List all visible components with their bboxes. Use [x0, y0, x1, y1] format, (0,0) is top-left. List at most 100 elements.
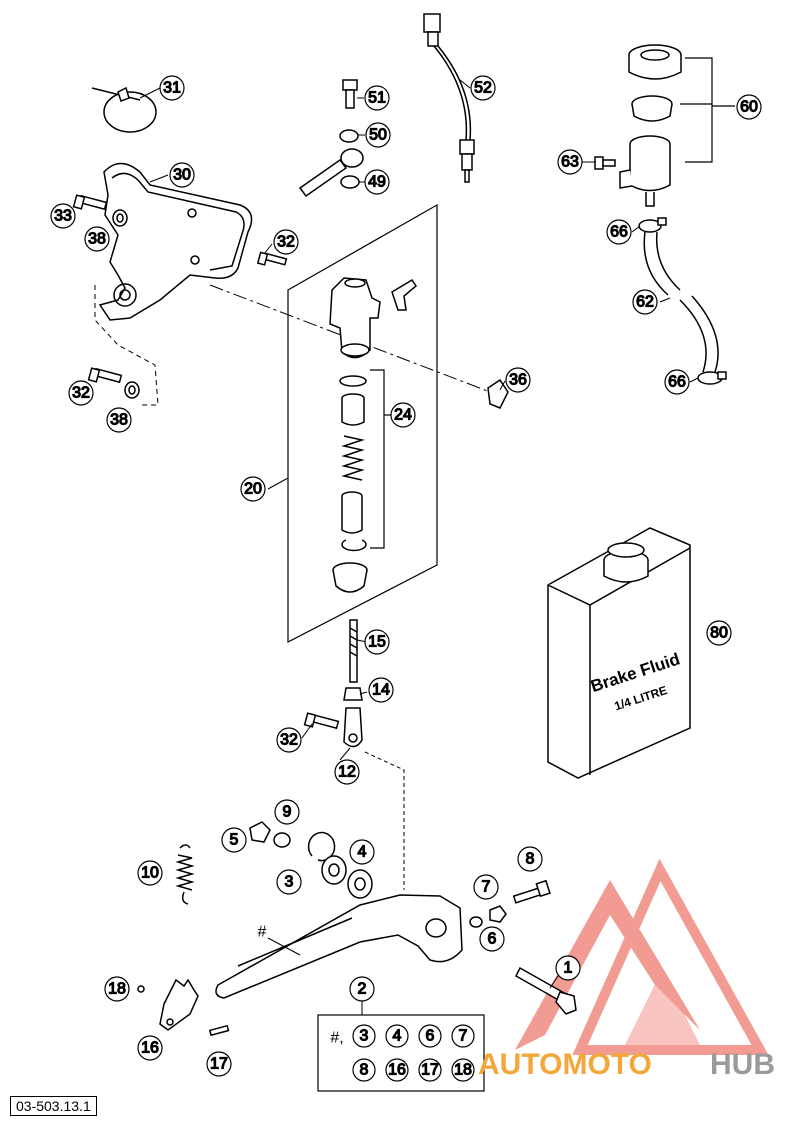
- bearing-4a-part: [321, 855, 347, 885]
- leader-20: [267, 477, 289, 490]
- master-cylinder-box: [287, 203, 438, 643]
- pedal-tip-16-part: [159, 978, 199, 1031]
- oring-part: [339, 375, 367, 387]
- callout-51: 51: [364, 85, 390, 111]
- svg-text:51: 51: [368, 90, 386, 107]
- svg-text:6: 6: [426, 1028, 435, 1045]
- circlip-part: [341, 539, 367, 552]
- callout-52: 52: [470, 75, 496, 101]
- callout-62: 62: [632, 289, 658, 315]
- svg-text:20: 20: [244, 481, 262, 498]
- svg-text:62: 62: [636, 294, 654, 311]
- hose-clamp-66-top-part: [638, 217, 667, 233]
- spring-part: [341, 435, 365, 481]
- washer-50-part: [339, 129, 359, 143]
- brake-switch-52-part: [423, 13, 475, 183]
- svg-text:32: 32: [277, 234, 295, 251]
- svg-text:9: 9: [283, 804, 292, 821]
- spring-10-part: [175, 844, 195, 905]
- washer-38-bottom-part: [124, 381, 140, 399]
- callout-18: 18: [104, 976, 130, 1002]
- svg-text:60: 60: [740, 99, 758, 116]
- svg-text:3: 3: [360, 1028, 369, 1045]
- callout-63: 63: [557, 149, 583, 175]
- svg-text:18: 18: [454, 1062, 472, 1079]
- svg-text:66: 66: [668, 374, 686, 391]
- svg-text:1: 1: [564, 960, 573, 977]
- callout-12: 12: [334, 759, 360, 785]
- callout-33: 33: [50, 203, 76, 229]
- callout-6: 6: [479, 926, 505, 952]
- kit-item-7: 7: [451, 1024, 475, 1048]
- callout-16: 16: [137, 1035, 163, 1061]
- svg-text:15: 15: [368, 634, 386, 651]
- leader-hash: [267, 937, 301, 956]
- callout-30: 30: [169, 162, 195, 188]
- washer-18-part: [137, 985, 145, 993]
- callout-24: 24: [390, 402, 416, 428]
- watermark-logo: [515, 858, 769, 1055]
- callout-32-upper: 32: [273, 229, 299, 255]
- callout-32-lower: 32: [276, 727, 302, 753]
- callout-36: 36: [505, 367, 531, 393]
- kit-item-16: 16: [385, 1058, 409, 1082]
- bearing-4b-part: [347, 869, 373, 899]
- callout-60: 60: [736, 94, 762, 120]
- bolt-32-upper-part: [256, 251, 288, 266]
- kit-item-18: 18: [451, 1058, 475, 1082]
- svg-text:8: 8: [526, 851, 535, 868]
- svg-text:80: 80: [710, 625, 728, 642]
- svg-text:4: 4: [393, 1028, 402, 1045]
- kit-item-4: 4: [385, 1024, 409, 1048]
- bolt-1-part: [515, 966, 577, 1015]
- callout-66-top: 66: [606, 219, 632, 245]
- elbow-fitting-part: [391, 278, 417, 311]
- callout-17: 17: [206, 1051, 232, 1077]
- reservoir-diaphragm-part: [631, 95, 673, 122]
- bolt-8-part: [512, 879, 551, 904]
- callout-66-bottom: 66: [664, 369, 690, 395]
- callout-4: 4: [349, 839, 375, 865]
- callout-5: 5: [221, 827, 247, 853]
- svg-text:32: 32: [72, 385, 90, 402]
- callouts: 31 51 52 60 50 49 63 30 33 38 32 66 62 3…: [50, 75, 762, 1077]
- callout-38-bottom: 38: [106, 407, 132, 433]
- screw-63-part: [594, 156, 616, 170]
- brake-pedal-part: [215, 894, 463, 999]
- svg-text:4: 4: [358, 844, 367, 861]
- svg-text:63: 63: [561, 154, 579, 171]
- brake-fluid-bottle: [547, 527, 691, 779]
- bracket-part: [98, 162, 253, 321]
- svg-text:38: 38: [110, 412, 128, 429]
- callout-8: 8: [517, 846, 543, 872]
- drawing-code-label: 03-503.13.1: [10, 1096, 97, 1116]
- kit-item-6: 6: [418, 1024, 442, 1048]
- svg-text:36: 36: [509, 372, 527, 389]
- svg-text:16: 16: [388, 1062, 406, 1079]
- svg-text:17: 17: [210, 1056, 228, 1073]
- callout-32-left: 32: [68, 380, 94, 406]
- svg-text:2: 2: [358, 981, 367, 998]
- screw-17-part: [208, 1024, 230, 1037]
- reservoir-cap-part: [628, 44, 682, 80]
- svg-text:31: 31: [163, 80, 181, 97]
- cable-tie-part: [91, 86, 157, 133]
- callout-10: 10: [137, 860, 163, 886]
- bracket-lines-60: [680, 57, 735, 163]
- hose-clamp-66-bottom-part: [697, 371, 727, 385]
- callout-9: 9: [274, 799, 300, 825]
- callout-49: 49: [364, 169, 390, 195]
- clip-36-part: [487, 378, 509, 409]
- svg-text:30: 30: [173, 167, 191, 184]
- dust-boot-part: [332, 562, 368, 593]
- push-rod-15-part: [349, 619, 358, 683]
- svg-text:7: 7: [482, 879, 491, 896]
- svg-text:32: 32: [280, 732, 298, 749]
- piston-part: [341, 491, 363, 534]
- svg-text:50: 50: [369, 127, 387, 144]
- piston-sleeve-part: [341, 393, 365, 426]
- callout-14: 14: [368, 677, 394, 703]
- svg-text:66: 66: [610, 224, 628, 241]
- callout-80: 80: [706, 620, 732, 646]
